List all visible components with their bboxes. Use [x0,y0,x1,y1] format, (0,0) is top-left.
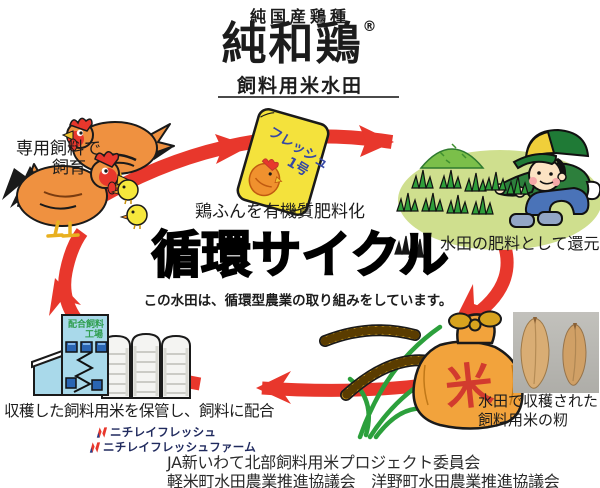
brand-name: ニチレイフレッシュ [110,425,217,439]
rice-bag-icon: 米 [412,310,524,430]
label-harvest-line2: 飼料用米の籾 [478,411,569,429]
bag-chicken-print-icon [248,158,283,197]
factory-window-icon [65,341,108,391]
rice-husk-photo [513,312,599,393]
brand-logo: 純和鶏® [0,20,600,67]
brand-logo-nichirei-fresh-farm: ニチレイフレッシュファーム [88,439,256,455]
label-feeding-line1: 専用飼料で [16,139,101,159]
farmer-icon [484,128,600,228]
brand-name: ニチレイフレッシュファーム [103,440,257,454]
arrowhead-icon [256,371,291,404]
arrowhead-icon [456,284,493,318]
registered-mark: ® [362,19,379,35]
rice-husk-grain-icon [562,323,587,386]
label-storage: 収穫した飼料用米を保管し、飼料に配合 [4,402,275,420]
cycle-subtitle: この水田は、循環型農業の取り組みをしています。 [143,293,453,309]
factory-building-icon: 配合飼料 工場 [31,314,109,396]
fertilizer-bag-icon: フレッシュ 1号 [236,108,332,216]
org-council-line: 軽米町水田農業推進協議会 洋野町水田農業推進協議会 [167,472,560,488]
silo-icon [161,334,191,399]
hen-icon [61,117,175,189]
hens-and-chicks-icon [2,117,175,238]
nichirei-n-icon [89,441,101,453]
rice-plant-and-bag-icon: 米 [319,310,524,440]
factory-sign-line1: 配合飼料 [68,318,104,330]
arrowhead-icon [215,134,250,164]
factory-stairs-icon [73,351,95,393]
arrowhead-icon [49,278,81,316]
rice-character: 米 [442,357,496,418]
cycle-arrow-top [98,129,394,203]
chick-icon [110,179,139,205]
mound-icon [419,148,485,169]
org-committee-line: JA新いわて北部飼料用米プロジェクト委員会 [167,453,481,472]
hen-icon [2,151,131,238]
product-label: 飼料用米水田 [236,75,363,97]
brand-logo-nichirei-fresh: ニチレイフレッシュ [95,424,216,440]
label-harvest-line1: 水田で収穫された [478,392,599,410]
brand-logo-text: 純和鶏 [221,17,363,70]
label-harvest: 水田で収穫された 飼料用米の籾 [478,392,598,430]
feed-factory-icon: 配合飼料 工場 [31,314,191,399]
chick-icon [119,204,148,230]
nichirei-n-icon [96,426,108,438]
rice-husk-grain-icon [520,317,550,389]
silo-icon [131,332,161,399]
cycle-title: 循環サイクル [150,226,450,284]
arrowhead-icon [359,125,394,157]
breed-label: 純国産鶏種 [249,7,350,26]
label-feeding: 専用飼料で 飼育 [16,140,101,178]
bag-rope-bow-icon [448,310,502,332]
label-feeding-line2: 飼育 [52,158,86,178]
label-return-to-paddy: 水田の肥料として還元 [440,234,600,253]
paddy-field-icon [394,128,600,258]
factory-sign-line2: 工場 [85,328,103,340]
label-fertilizer: 鶏ふんを有機質肥料化 [195,202,365,222]
header-underline [218,96,399,98]
